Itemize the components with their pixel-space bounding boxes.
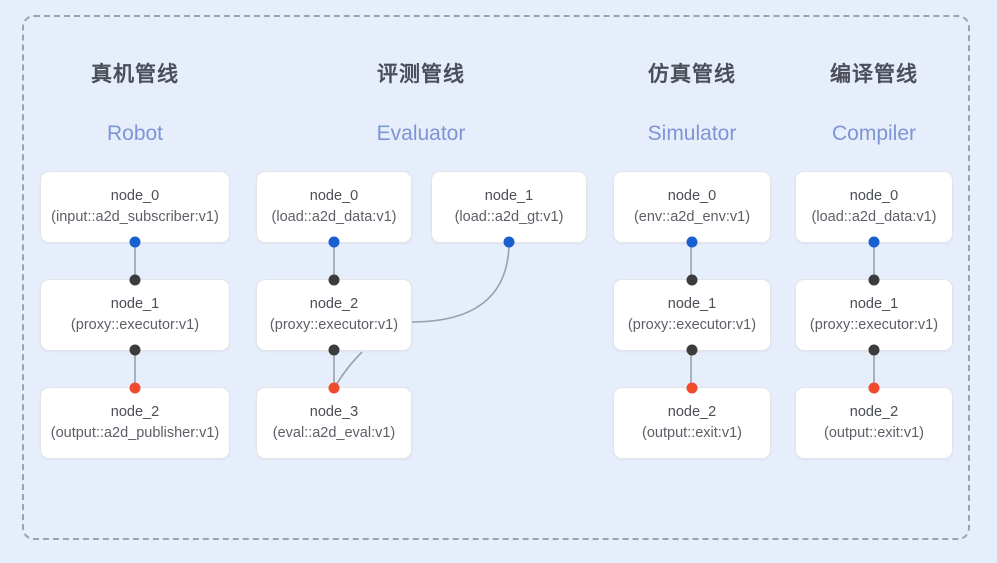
node-id: node_2 — [849, 403, 899, 420]
port-input-red[interactable] — [129, 382, 141, 394]
node-id: node_2 — [110, 403, 160, 420]
node-spec: (input::a2d_subscriber:v1) — [51, 209, 219, 225]
port-input-black[interactable] — [328, 274, 340, 286]
port-output-blue[interactable] — [686, 236, 698, 248]
node-id: node_3 — [309, 403, 359, 420]
node-id: node_2 — [667, 403, 717, 420]
node-spec: (output::exit:v1) — [642, 425, 742, 441]
node-robot-0[interactable]: node_0 (input::a2d_subscriber:v1) — [40, 171, 230, 248]
node-compiler-1[interactable]: node_1 (proxy::executor:v1) — [795, 274, 953, 356]
node-robot-1[interactable]: node_1 (proxy::executor:v1) — [40, 274, 230, 356]
node-id: node_0 — [667, 187, 717, 204]
port-input-black[interactable] — [868, 274, 880, 286]
column-title-en-robot: Robot — [106, 122, 164, 145]
column-title-en-compiler: Compiler — [831, 122, 917, 145]
port-input-black[interactable] — [129, 274, 141, 286]
port-output-black[interactable] — [686, 344, 698, 356]
node-id: node_0 — [849, 187, 899, 204]
node-id: node_1 — [110, 295, 160, 312]
node-compiler-2[interactable]: node_2 (output::exit:v1) — [795, 382, 953, 459]
node-spec: (env::a2d_env:v1) — [633, 209, 751, 225]
node-id: node_1 — [667, 295, 717, 312]
node-evaluator-1[interactable]: node_1 (load::a2d_gt:v1) — [431, 171, 587, 248]
port-input-black[interactable] — [686, 274, 698, 286]
node-spec: (proxy::executor:v1) — [627, 317, 757, 333]
node-id: node_1 — [484, 187, 534, 204]
port-output-blue[interactable] — [868, 236, 880, 248]
port-input-red[interactable] — [868, 382, 880, 394]
node-spec: (output::a2d_publisher:v1) — [50, 425, 220, 441]
node-robot-2[interactable]: node_2 (output::a2d_publisher:v1) — [40, 382, 230, 459]
column-title-cn-robot: 真机管线 — [91, 63, 179, 86]
node-id: node_0 — [309, 187, 359, 204]
node-id: node_1 — [849, 295, 899, 312]
node-simulator-0[interactable]: node_0 (env::a2d_env:v1) — [613, 171, 771, 248]
node-evaluator-3[interactable]: node_3 (eval::a2d_eval:v1) — [256, 382, 412, 459]
pipeline-panel-dashed-border — [22, 15, 970, 540]
column-title-en-evaluator: Evaluator — [376, 122, 466, 145]
port-output-black[interactable] — [129, 344, 141, 356]
node-simulator-1[interactable]: node_1 (proxy::executor:v1) — [613, 274, 771, 356]
node-id: node_0 — [110, 187, 160, 204]
node-id: node_2 — [309, 295, 359, 312]
node-spec: (proxy::executor:v1) — [70, 317, 200, 333]
node-evaluator-0[interactable]: node_0 (load::a2d_data:v1) — [256, 171, 412, 248]
port-output-blue[interactable] — [328, 236, 340, 248]
node-simulator-2[interactable]: node_2 (output::exit:v1) — [613, 382, 771, 459]
port-output-blue[interactable] — [129, 236, 141, 248]
node-spec: (proxy::executor:v1) — [809, 317, 939, 333]
node-compiler-0[interactable]: node_0 (load::a2d_data:v1) — [795, 171, 953, 248]
column-title-cn-simulator: 仿真管线 — [648, 63, 736, 86]
node-spec: (load::a2d_gt:v1) — [454, 209, 564, 225]
port-input-red[interactable] — [328, 382, 340, 394]
port-output-black[interactable] — [328, 344, 340, 356]
column-title-cn-evaluator: 评测管线 — [377, 63, 465, 86]
port-output-black[interactable] — [868, 344, 880, 356]
node-spec: (proxy::executor:v1) — [269, 317, 399, 333]
node-spec: (load::a2d_data:v1) — [271, 209, 397, 225]
column-title-en-simulator: Simulator — [647, 122, 737, 145]
node-spec: (load::a2d_data:v1) — [811, 209, 937, 225]
node-evaluator-2[interactable]: node_2 (proxy::executor:v1) — [256, 274, 412, 356]
node-spec: (eval::a2d_eval:v1) — [272, 425, 396, 441]
port-output-blue[interactable] — [503, 236, 515, 248]
node-spec: (output::exit:v1) — [824, 425, 924, 441]
column-title-cn-compiler: 编译管线 — [830, 63, 918, 86]
port-input-red[interactable] — [686, 382, 698, 394]
